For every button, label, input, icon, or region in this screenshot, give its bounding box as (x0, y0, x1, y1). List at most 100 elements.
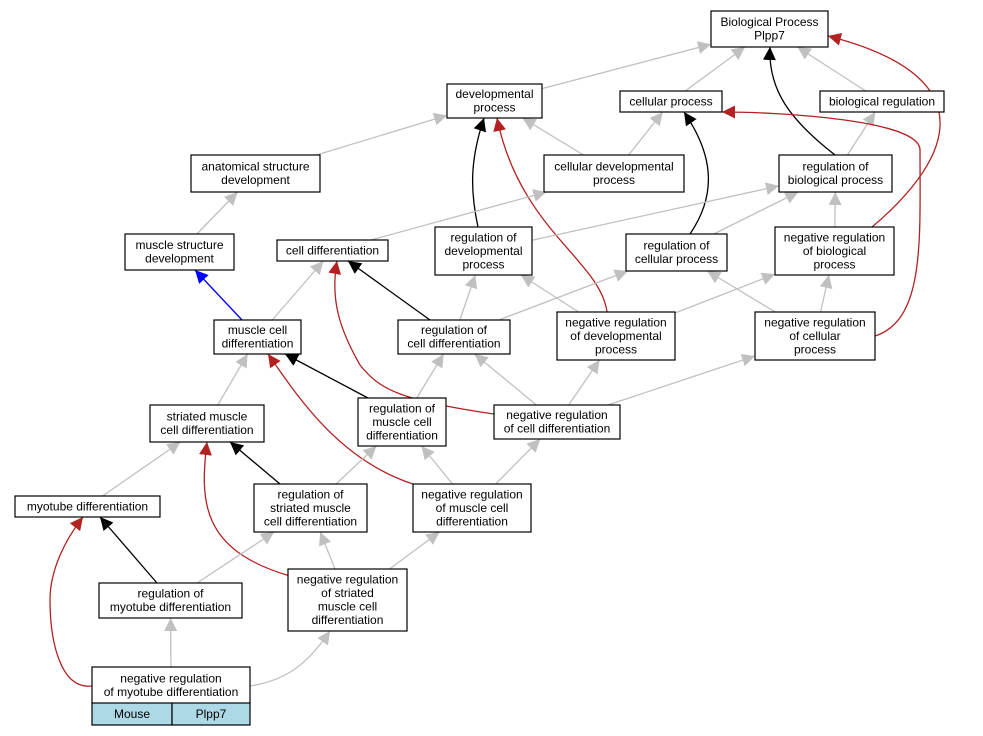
term-box (253, 483, 368, 533)
term-box (91, 666, 251, 705)
term-label-line: myotube differentiation (27, 499, 148, 513)
term-node-myotube[interactable]: myotube differentiation (14, 495, 161, 518)
term-box (213, 319, 302, 355)
edge-is-a-negregcell-to-regcell (706, 270, 776, 313)
term-label-line: negative regulation (421, 487, 522, 501)
term-label-line: of developmental (570, 329, 661, 343)
term-label-line: striated muscle (167, 410, 248, 424)
term-label-line: cell differentiation (264, 514, 357, 528)
term-label-line: regulation of (421, 323, 488, 337)
term-label-line: striated muscle (270, 501, 351, 515)
edge-is-a-regmyo-to-regstr (196, 531, 275, 584)
term-label-line: negative regulation (297, 573, 398, 587)
edge-regulates-regmyo-to-myotube (99, 516, 158, 584)
edge-is-a-dev-to-bp (541, 41, 712, 90)
term-box (625, 233, 728, 272)
term-label-line: differentiation (312, 613, 384, 627)
term-label-line: differentiation (366, 428, 438, 442)
term-label-line: muscle structure (135, 238, 223, 252)
term-label-line: regulation of (277, 487, 344, 501)
term-label-line: negative regulation (120, 672, 221, 686)
edge-layer (49, 32, 941, 687)
term-label-line: regulation of (137, 587, 204, 601)
term-node-biolreg[interactable]: biological regulation (819, 90, 945, 113)
term-box (446, 83, 543, 119)
edge-regulates-regcelldiff-to-celldiff (347, 260, 431, 321)
term-label-line: process (595, 342, 637, 356)
edge-negatively-regulates-negregmusc-to-musccell (267, 353, 414, 485)
edge-is-a-negregcelldiff-to-negregcell (607, 353, 756, 406)
edge-is-a-strmusc-to-musccell (217, 353, 249, 406)
edge-negatively-regulates-negregbio-to-bp (827, 32, 941, 228)
edge-negatively-regulates-negregdev-to-dev (493, 117, 608, 313)
term-node-cell[interactable]: cellular process (619, 90, 723, 113)
term-box (819, 90, 945, 113)
term-box (98, 582, 243, 619)
term-label-line: process (794, 342, 836, 356)
legend-gene-cell (171, 702, 251, 726)
term-label-line: Plpp7 (754, 29, 785, 43)
term-label-line: cellular process (635, 252, 718, 266)
term-label-line: process (593, 173, 635, 187)
term-label-line: process (462, 257, 504, 271)
term-label-line: development (145, 252, 214, 266)
term-box (397, 319, 511, 355)
term-label-line: cellular developmental (554, 160, 673, 174)
edge-is-a-celldiff-to-celldev (370, 189, 547, 241)
term-box (774, 226, 895, 276)
edge-is-a-negregcelldiff-to-negregdev (568, 359, 601, 406)
edge-is-a-negregmyo-to-negregstr (249, 630, 331, 687)
term-label-line: of muscle cell (436, 501, 509, 515)
edge-is-a-negregdev-to-regdev (520, 274, 579, 313)
term-label-line: cell differentiation (407, 337, 500, 351)
edge-is-a-negregbio-to-regbio (828, 191, 842, 228)
term-label-line: cellular process (629, 94, 712, 108)
term-box (357, 397, 447, 447)
term-box (543, 154, 685, 193)
edge-is-a-muscstr-to-anat (196, 191, 239, 235)
term-box (287, 568, 408, 632)
term-label-line: muscle cell (318, 600, 377, 614)
edge-is-a-negregmusc-to-regmusc (420, 445, 454, 485)
edge-is-a-anat-to-dev (316, 112, 448, 156)
term-box (710, 10, 829, 48)
edge-part-of-musccell-to-muscstr (194, 269, 243, 321)
edge-is-a-negregmusc-to-negregcelldiff (495, 438, 541, 485)
edge-is-a-regcell-to-regbio (713, 191, 799, 235)
edge-is-a-celldev-to-cell (628, 111, 664, 156)
edge-negatively-regulates-negregcell-to-cell (721, 105, 921, 337)
edge-regulates-regcell-to-cell (683, 111, 710, 235)
term-box (149, 404, 265, 443)
edge-is-a-myotube-to-strmusc (102, 441, 181, 497)
edge-regulates-regstr-to-strmusc (229, 441, 281, 485)
term-label-line: biological regulation (829, 94, 935, 108)
term-label-line: differentiation (222, 337, 294, 351)
term-label-line: differentiation (436, 514, 508, 528)
term-label-line: biological process (788, 173, 883, 187)
edge-is-a-celldev-to-dev (522, 117, 584, 156)
term-label-line: negative regulation (506, 408, 607, 422)
term-node-celldiff[interactable]: cell differentiation (276, 239, 389, 262)
